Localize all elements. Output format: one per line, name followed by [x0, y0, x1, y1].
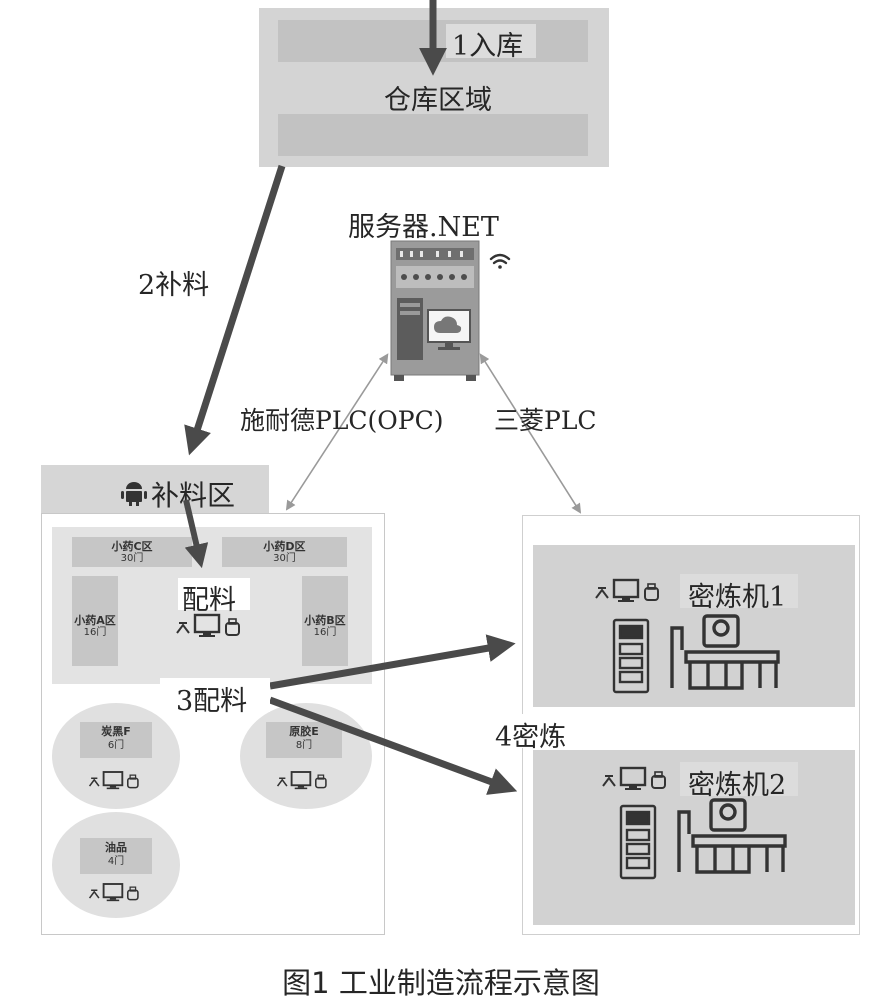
mixer-2-label-bg	[680, 762, 798, 796]
zone-carbon-black-f-tag	[80, 722, 152, 758]
zone-label: 小药B区	[304, 614, 346, 627]
zone-doors: 4门	[107, 856, 125, 867]
schneider-plc-link	[285, 353, 389, 511]
server-title: 服务器.NET	[348, 212, 499, 243]
warehouse-bottom-band	[278, 114, 588, 156]
zone-small-drug-c	[72, 537, 192, 567]
mixer-1-label-bg	[680, 574, 798, 608]
batching-to-mixer1-arrow	[269, 634, 516, 690]
mixer-machine-icon-1	[670, 614, 780, 690]
wifi-icon	[489, 253, 511, 269]
mixing-step-label-bg	[490, 714, 580, 748]
zone-label: 小药C区	[111, 540, 153, 553]
zone-doors: 6门	[107, 740, 125, 751]
zone-small-drug-d	[222, 537, 347, 567]
workstation-icon-raw-rubber	[276, 771, 327, 790]
replenish-step-label: 2补料	[138, 270, 210, 301]
zone-doors: 16门	[83, 627, 107, 638]
zone-oil-tag	[80, 838, 152, 874]
step1-label-bg	[446, 24, 536, 58]
zone-small-drug-a	[72, 576, 118, 666]
zone-label: 炭黑F	[101, 725, 131, 738]
workstation-icon-mixer-2	[602, 766, 666, 790]
warehouse-title: 仓库区域	[384, 85, 492, 116]
workstation-icon-oil	[88, 883, 139, 902]
mitsubishi-plc-label: 三菱PLC	[494, 406, 597, 435]
step1-inbound-label: 1入库	[452, 31, 524, 62]
workstation-icon-carbon-black	[88, 771, 139, 790]
zone-doors: 30门	[120, 553, 144, 564]
batching-label-bg	[178, 578, 250, 610]
zone-label: 原胶E	[289, 725, 319, 738]
android-icon	[121, 482, 147, 506]
zone-raw-rubber-e-tag	[266, 722, 342, 758]
control-cabinet-icon-mixer-2	[619, 804, 657, 880]
batching-arrow	[183, 499, 209, 569]
zone-small-drug-b	[302, 576, 348, 666]
mixing-step-label: 4密炼	[495, 722, 567, 753]
workstation-icon-small-drug	[176, 613, 240, 637]
zone-doors: 16门	[313, 627, 337, 638]
mixer-2-label: 密炼机2	[688, 770, 787, 801]
mixer-1-label: 密炼机1	[688, 582, 787, 613]
mixer-machine-icon-2	[677, 798, 787, 874]
batching-step-label: 3配料	[176, 686, 248, 717]
mitsubishi-plc-link	[479, 353, 582, 514]
control-cabinet-icon-mixer-1	[612, 618, 650, 694]
replenish-area-header	[41, 465, 269, 513]
workstation-icon-mixer-1	[595, 578, 659, 602]
replenish-arrow	[184, 164, 286, 456]
batching-label: 配料	[182, 585, 236, 616]
batching-to-mixer2-arrow	[268, 696, 518, 795]
zone-label: 小药D区	[263, 540, 306, 553]
server-cabinet-icon	[390, 240, 480, 381]
batching-step-label-bg	[160, 678, 270, 712]
zone-doors: 8门	[295, 740, 313, 751]
replenish-area-title: 补料区	[151, 479, 236, 512]
zone-label: 小药A区	[74, 614, 116, 627]
zone-doors: 30门	[273, 553, 296, 564]
zone-label: 油品	[105, 841, 127, 854]
mixer-1-area	[533, 545, 855, 707]
figure-caption: 图1 工业制造流程示意图	[282, 966, 600, 1000]
schneider-plc-label: 施耐德PLC(OPC)	[240, 406, 444, 435]
